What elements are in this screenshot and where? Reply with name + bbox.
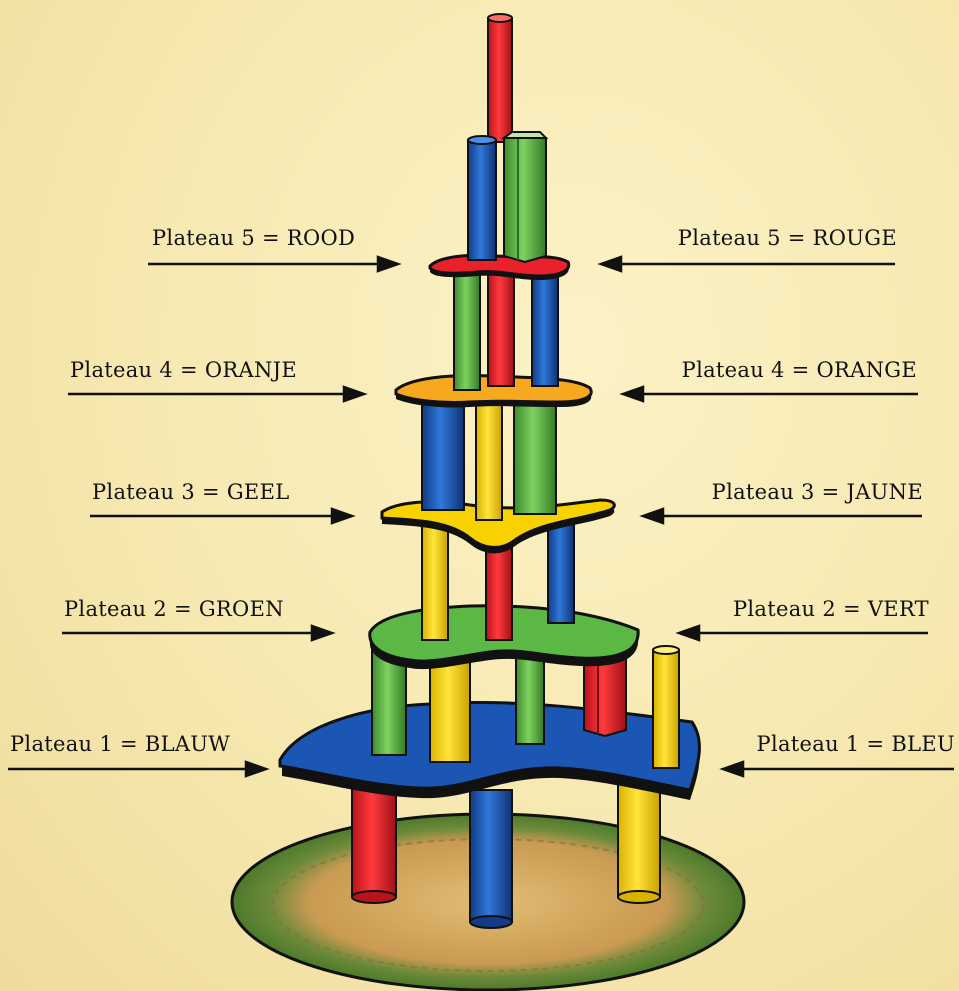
label-plateau-5-nl: Plateau 5 = ROOD [152, 226, 355, 250]
label-plateau-2-nl: Plateau 2 = GROEN [64, 597, 284, 621]
poles-level-3 [422, 394, 556, 520]
plateau-1-blue [280, 702, 699, 800]
label-plateau-2-fr: Plateau 2 = VERT [733, 597, 929, 621]
label-plateau-3-fr: Plateau 3 = JAUNE [712, 480, 923, 504]
poles-top [468, 14, 546, 262]
label-plateau-1-nl: Plateau 1 = BLAUW [10, 732, 230, 756]
label-plateau-5-fr: Plateau 5 = ROUGE [678, 226, 897, 250]
poles-level-4 [454, 268, 558, 390]
arrows-left [8, 257, 398, 776]
label-plateau-1-fr: Plateau 1 = BLEU [757, 732, 955, 756]
label-plateau-4-nl: Plateau 4 = ORANJE [70, 358, 297, 382]
label-plateau-3-nl: Plateau 3 = GEEL [92, 480, 289, 504]
label-plateau-4-fr: Plateau 4 = ORANGE [682, 358, 917, 382]
